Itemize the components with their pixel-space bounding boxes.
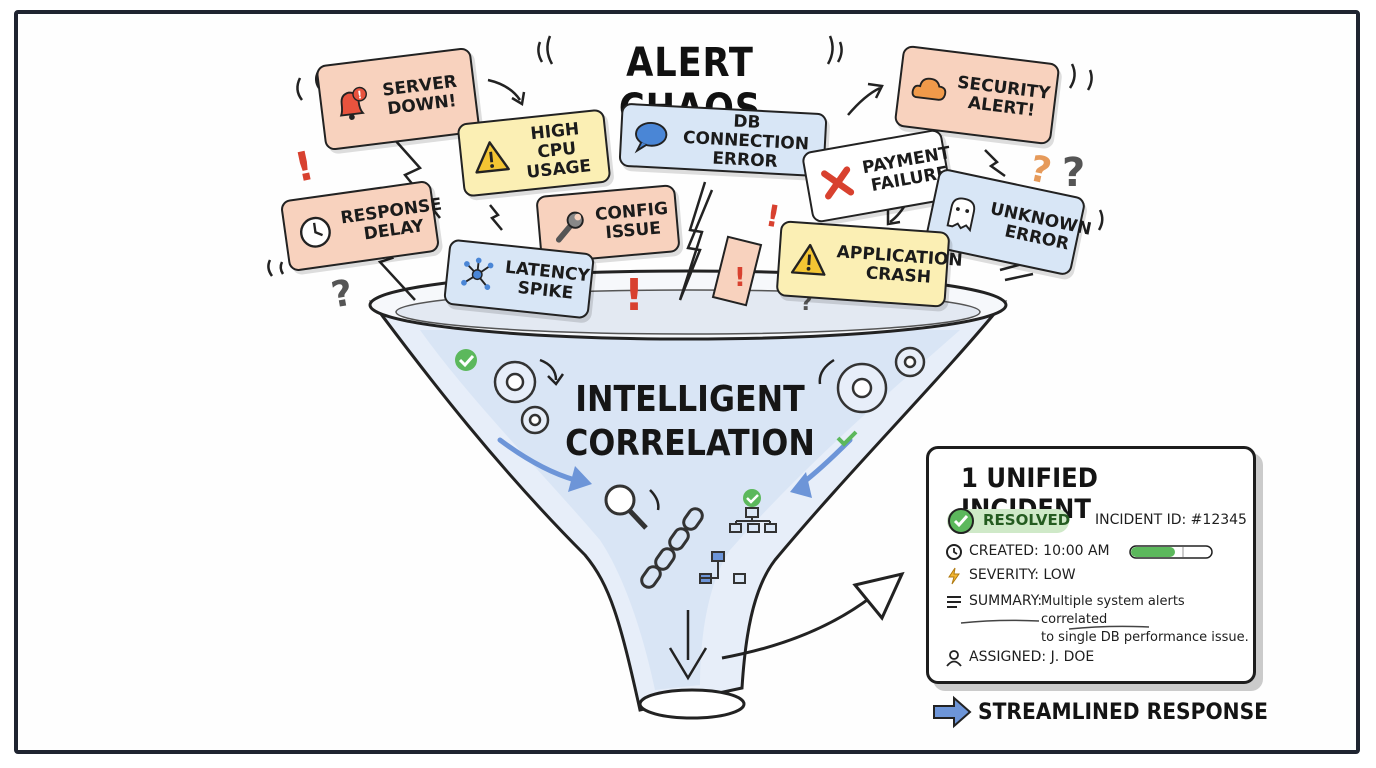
ghost-icon [946,197,976,233]
lightning-icon [948,567,960,585]
alert-bubble-server-down: ! SERVER DOWN! [315,46,481,152]
svg-text:?: ? [1062,150,1085,196]
summary-lines-icon [947,596,961,608]
summary-line-1: Multiple system alerts correlated [1041,594,1185,627]
chain-icon [640,507,704,589]
alert-bubble-payment-failure: PAYMENT FAILURE [800,128,954,224]
alert-bubble-db-connection: DB CONNECTION ERROR [618,102,828,178]
arrow-to-incident [721,588,881,660]
network-icon [461,257,494,290]
svg-text:!: ! [624,270,644,321]
check-circle-icon [948,508,974,534]
cloud-icon [911,77,947,101]
magnifier-icon [604,484,648,530]
svg-text:!: ! [734,263,746,293]
correlation-line-1: INTELLIGENT [575,379,805,420]
bell-alert-icon: ! [339,86,367,120]
summary-label: SUMMARY: [969,593,1043,609]
incident-id: INCIDENT ID: #12345 [1095,512,1247,528]
summary-line-2: to single DB performance issue. [1041,630,1249,645]
alert-bubble-high-cpu: HIGH CPU USAGE [456,108,612,198]
svg-text:!: ! [763,199,783,236]
alert-label: LATENCY SPIKE [504,257,591,304]
svg-text:?: ? [328,272,356,316]
funnel-spout [638,688,746,720]
clock-icon [300,216,331,248]
alert-bubble-response-delay: RESPONSE DELAY [279,179,443,273]
alert-label: APPLICATION CRASH [836,242,964,288]
warning-icon [475,141,510,174]
hierarchy-icon [699,507,777,584]
alert-label: DB CONNECTION ERROR [682,111,810,172]
alert-label: SERVER DOWN! [381,71,458,120]
alert-bubble-unknown-error: UNKNOWN ERROR [923,167,1093,277]
x-mark-icon [821,166,855,200]
alert-bubble-latency-spike: LATENCY SPIKE [442,238,596,320]
svg-text:!: ! [291,143,318,192]
severity-level: SEVERITY: LOW [969,567,1076,583]
alert-label: HIGH CPU USAGE [525,118,593,183]
alert-label: SECURITY ALERT! [956,72,1052,122]
chat-icon [634,121,668,154]
correlation-label: INTELLIGENT CORRELATION [562,378,817,466]
alert-label: RESPONSE DELAY [339,194,444,245]
alert-bubble-security-alert: SECURITY ALERT! [893,44,1061,146]
alert-bubble-application-crash: APPLICATION CRASH [775,220,963,308]
status-text: RESOLVED [983,511,1071,529]
check-icon [455,349,858,507]
summary-text: Multiple system alerts correlated to sin… [1041,593,1253,647]
gear-icon [493,346,926,435]
progress-bar [1129,545,1213,559]
svg-text:!: ! [357,89,363,101]
user-icon [946,650,962,667]
warning-icon [790,243,826,276]
clock-icon [946,544,962,560]
assigned-to: ASSIGNED: J. DOE [969,649,1095,665]
created-time: CREATED: 10:00 AM [969,543,1110,559]
alert-bubble-config-issue: CONFIG ISSUE [535,184,681,264]
alert-label: CONFIG ISSUE [594,198,669,244]
wrench-icon [555,211,584,243]
streamlined-response-label: STREAMLINED RESPONSE [978,700,1269,725]
footer-arrow-icon [933,695,972,729]
note-paper-icon: ! [711,235,763,307]
unified-incident-card: 1 UNIFIED INCIDENT RESOLVED INCIDENT ID:… [926,446,1256,684]
alert-label: UNKNOWN ERROR [988,198,1094,255]
scribble-lines [960,619,1150,630]
correlation-line-2: CORRELATION [565,423,815,464]
